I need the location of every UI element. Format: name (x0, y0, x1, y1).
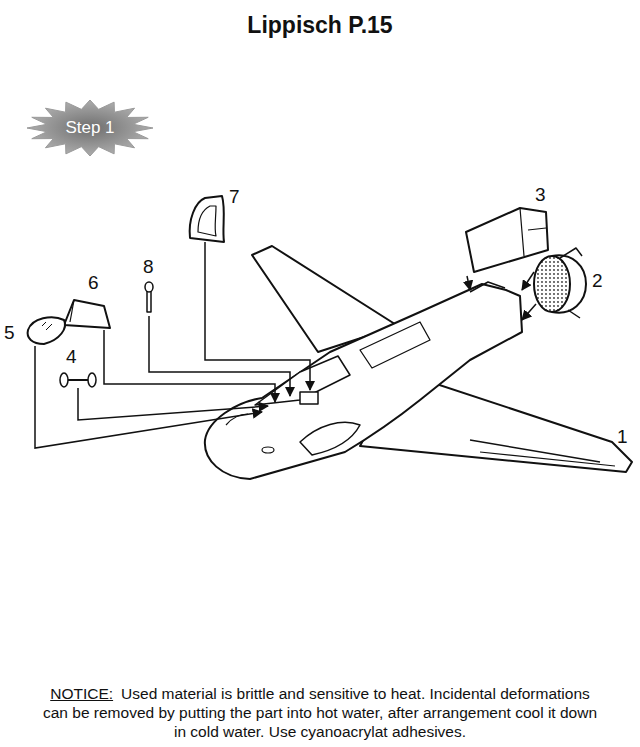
callout-number: 7 (229, 186, 240, 208)
step-burst: Step 1 (26, 99, 154, 157)
step-label: Step 1 (65, 118, 114, 138)
starburst-outline (27, 100, 153, 156)
callout-number: 2 (592, 270, 603, 292)
callout-number: 3 (535, 184, 546, 206)
callout-number: 6 (88, 272, 99, 294)
callout-number: 1 (617, 426, 628, 448)
callout-number: 4 (66, 346, 77, 368)
callout-number: 8 (143, 256, 154, 278)
notice-block: NOTICE:Used material is brittle and sens… (36, 684, 604, 741)
title: Lippisch P.15 (0, 12, 640, 39)
airframe (28, 196, 632, 479)
leader-lines (35, 242, 536, 448)
notice-text: Used material is brittle and sensitive t… (43, 685, 597, 740)
notice-heading: NOTICE: (50, 685, 113, 702)
callout-number: 5 (4, 322, 15, 344)
